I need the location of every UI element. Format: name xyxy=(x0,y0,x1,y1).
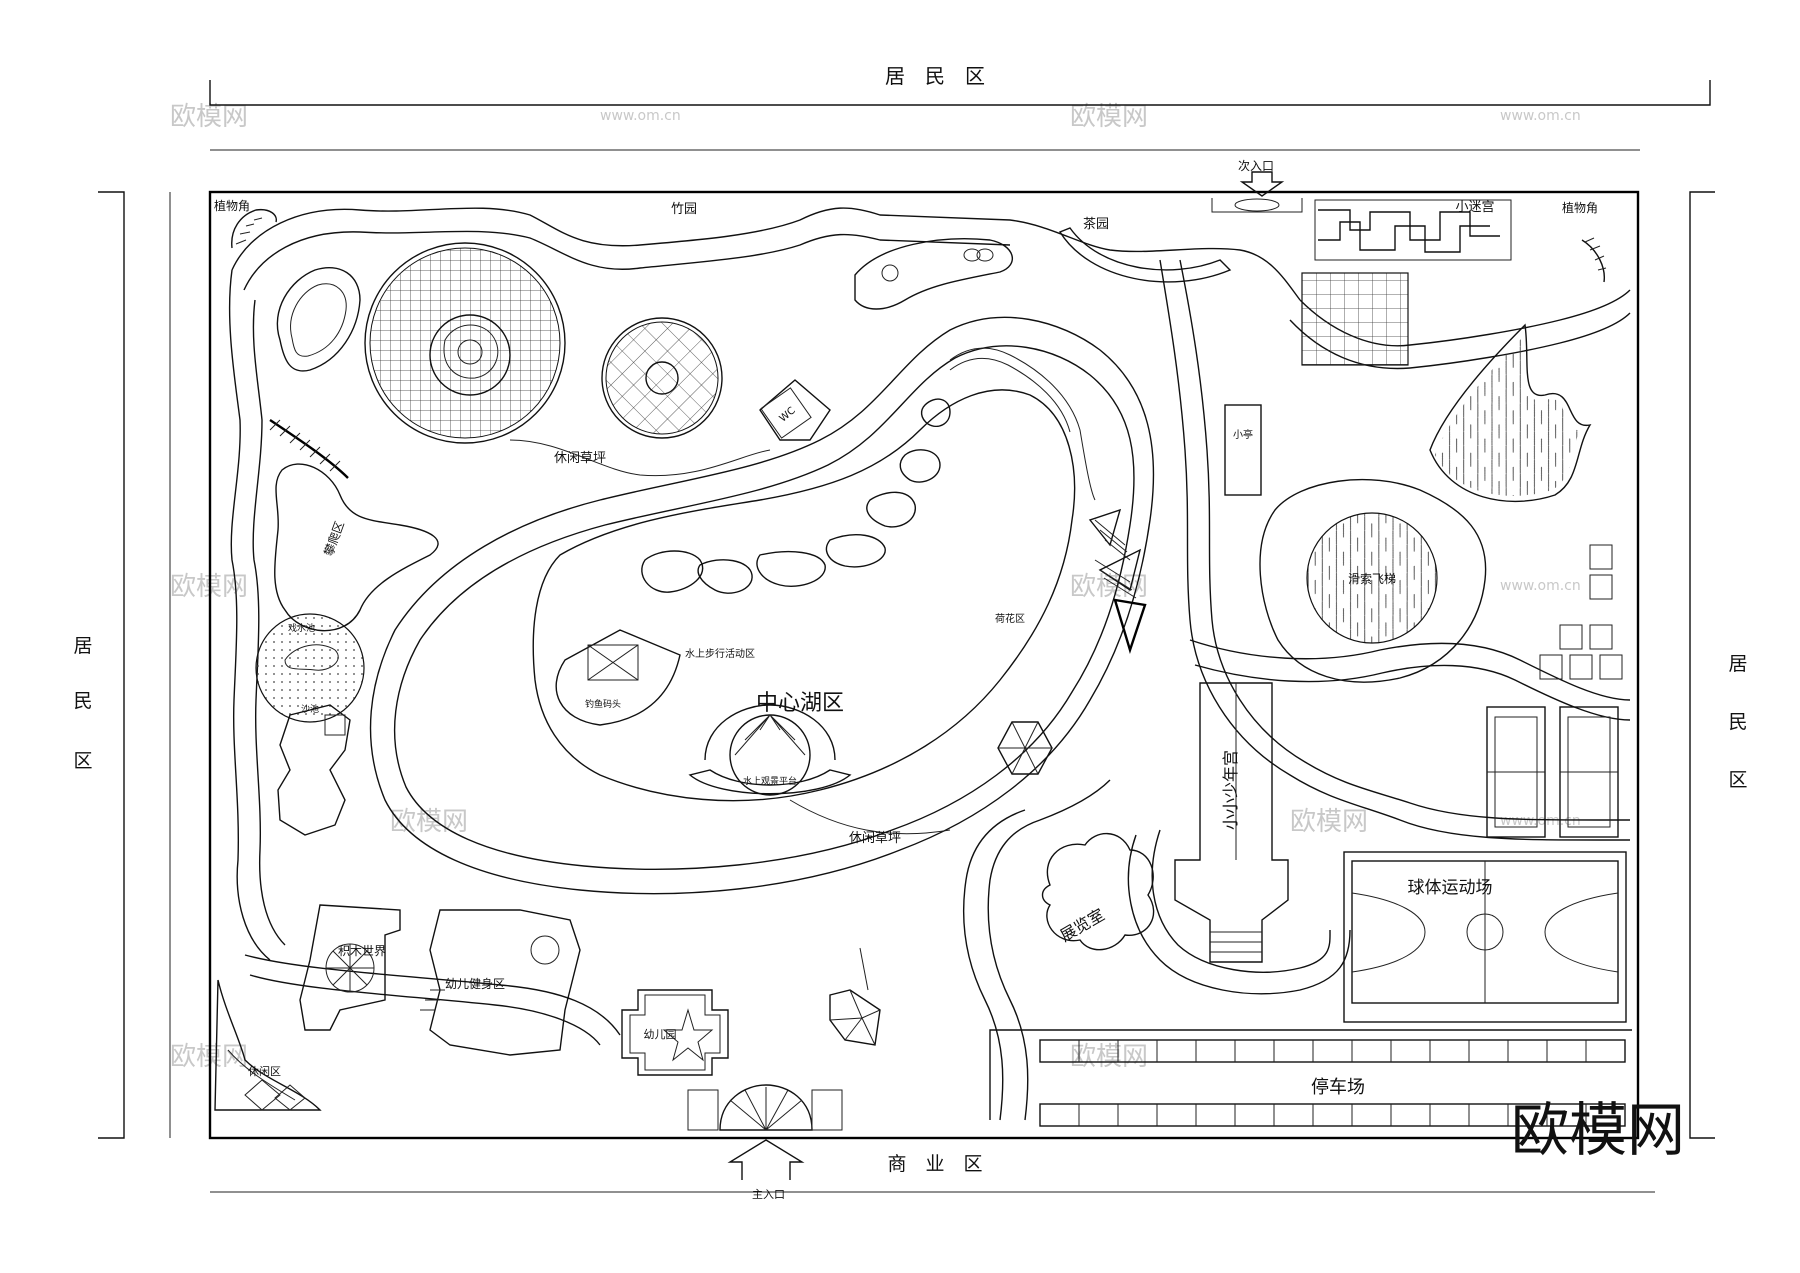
climbing-area: 攀爬区 xyxy=(269,419,439,632)
rest-area: 休闲区 xyxy=(214,979,322,1111)
water-platform-label: 水上观景平台 xyxy=(743,775,797,787)
sand-water-area: 戏水池 沙池 xyxy=(255,613,365,723)
secondary-entrance-label: 次入口 xyxy=(1238,159,1274,173)
exhibition-hall: 展览室 xyxy=(1041,832,1155,951)
water-platform: 水上观景平台 xyxy=(688,704,852,796)
watermark-brand-large: 欧模网 xyxy=(1511,1096,1685,1164)
plant-corner-left-label: 植物角 xyxy=(214,198,250,213)
wc-label: WC xyxy=(778,405,798,424)
kindergarten-label: 幼儿园 xyxy=(644,1028,677,1041)
parking-label: 停车场 xyxy=(1311,1077,1365,1098)
tea-garden-label: 茶园 xyxy=(1083,216,1109,232)
sand-pool-label: 沙池 xyxy=(301,703,319,715)
climbing-area-label: 攀爬区 xyxy=(322,519,347,558)
bamboo-garden: 竹园 xyxy=(671,202,697,217)
leisure-lawn-top-label: 休闲草坪 xyxy=(554,451,606,466)
parking-stalls xyxy=(1078,1040,1587,1126)
tea-garden: 茶园 xyxy=(1058,216,1232,283)
slide-play-area xyxy=(277,704,351,836)
entrance-fan-gate xyxy=(687,1084,843,1131)
fitness-area-label: 幼儿健身区 xyxy=(445,976,505,991)
watermark-brand: 欧模网 xyxy=(1070,102,1148,132)
water-play-label: 戏水池 xyxy=(288,622,315,634)
fishing-pier-label: 钓鱼码头 xyxy=(585,698,621,710)
main-entrance-label: 主入口 xyxy=(752,1188,785,1201)
site-boundary xyxy=(98,80,1715,1193)
residential-left-char-2: 民 xyxy=(73,690,92,712)
fishing-pier: 钓鱼码头 xyxy=(555,629,681,726)
residential-left-char-3: 区 xyxy=(73,750,92,772)
youth-palace-label: 小小少年宫 xyxy=(1221,750,1240,830)
maze-label: 小迷宫 xyxy=(1455,200,1494,215)
pergola-grid xyxy=(1539,544,1623,680)
secondary-entrance: 次入口 xyxy=(1211,159,1303,213)
ball-sports-field-label: 球体运动场 xyxy=(1408,878,1493,898)
viewing-pier xyxy=(1088,508,1147,654)
water-walkway-label: 水上步行活动区 xyxy=(685,647,755,660)
residential-top-label: 居 民 区 xyxy=(885,64,985,88)
flying-fox-area: 滑索飞梯 xyxy=(1259,478,1487,683)
luxury-wave-plaza xyxy=(601,317,723,439)
leisure-lawn-bottom-label: 休闲草坪 xyxy=(849,831,901,846)
ball-sports-field: 球体运动场 xyxy=(1343,851,1627,1023)
pyramid-sculpture xyxy=(829,947,881,1046)
residential-right-char-2: 民 xyxy=(1728,711,1747,733)
grid-activity-area xyxy=(1301,272,1409,366)
watermark-brand: 欧模网 xyxy=(390,807,468,837)
watermark-brand: 欧模网 xyxy=(170,102,248,132)
surrounding-labels: 居 民 区 居 民 区 居 民 区 商 业 区 xyxy=(73,64,1747,1175)
lotus-area-label: 荷花区 xyxy=(995,612,1025,625)
watermark-brand: 欧模网 xyxy=(1290,807,1368,837)
residential-right-char-1: 居 xyxy=(1728,653,1747,675)
leisure-lawn-top: 休闲草坪 xyxy=(509,439,771,477)
watermark-url: www.om.cn xyxy=(1500,578,1581,594)
watermark-url: www.om.cn xyxy=(600,108,681,124)
plant-corner-right-label: 植物角 xyxy=(1562,200,1598,215)
maze: 小迷宫 xyxy=(1314,199,1512,261)
main-entrance: 主入口 xyxy=(727,1139,805,1201)
bamboo-garden-label: 竹园 xyxy=(671,202,697,217)
small-pavilion: 小亭 xyxy=(1224,404,1262,496)
commercial-bottom-label: 商 业 区 xyxy=(887,1153,982,1175)
exhibition-hall-label: 展览室 xyxy=(1057,905,1108,945)
central-plaza xyxy=(364,242,566,444)
rest-area-label: 休闲区 xyxy=(248,1064,281,1078)
road-network xyxy=(228,207,1631,1121)
small-pavilion-label: 小亭 xyxy=(1233,428,1253,441)
central-lake-label: 中心湖区 xyxy=(756,691,844,716)
building-blocks-label: 积木世界 xyxy=(338,944,386,958)
wc-building: WC xyxy=(759,379,831,441)
watermark-brand: 欧模网 xyxy=(1070,1042,1148,1072)
water-walkway xyxy=(641,347,1096,594)
residential-right-char-3: 区 xyxy=(1728,769,1747,791)
plant-corner-right: 植物角 xyxy=(1562,200,1607,283)
gazebo xyxy=(997,721,1053,775)
youth-palace: 小小少年宫 xyxy=(1174,682,1289,963)
residential-left-char-1: 居 xyxy=(73,635,92,657)
kindergarten: 幼儿园 xyxy=(621,989,729,1076)
watermark-url: www.om.cn xyxy=(1500,108,1581,124)
sensory-competition-area xyxy=(1429,323,1592,503)
building-blocks-world: 积木世界 xyxy=(299,904,401,1031)
flying-fox-label: 滑索飞梯 xyxy=(1348,572,1396,586)
fitness-area: 幼儿健身区 xyxy=(420,909,581,1056)
leisure-lawn-bottom: 休闲草坪 xyxy=(789,799,951,846)
rocky-garden xyxy=(276,266,361,372)
tennis-courts xyxy=(1486,706,1619,838)
plant-corner-left: 植物角 xyxy=(214,198,277,249)
parking-lot xyxy=(989,1029,1632,1127)
play-area-top xyxy=(854,238,1013,310)
